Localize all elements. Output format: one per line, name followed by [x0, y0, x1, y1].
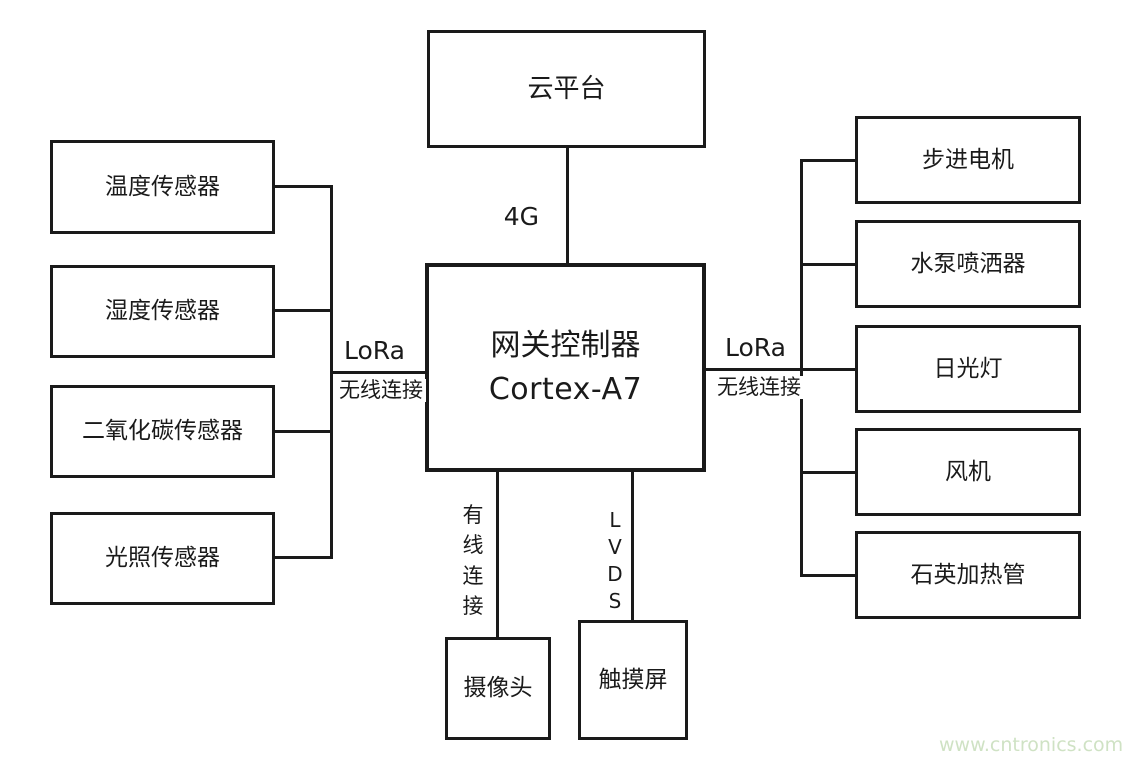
node-sensor-temperature[interactable]: 温度传感器: [50, 140, 275, 234]
node-actuator-water-pump-sprayer[interactable]: 水泵喷洒器: [855, 220, 1081, 308]
node-actuator-stepper-motor-label: 步进电机: [922, 146, 1014, 173]
node-actuator-daylight-lamp-label: 日光灯: [933, 355, 1003, 382]
node-cloud-platform-label: 云平台: [527, 73, 606, 104]
node-sensor-humidity[interactable]: 湿度传感器: [50, 265, 275, 358]
link-label-wireless-right: 无线连接: [714, 375, 804, 400]
wire-actuator-stepper-motor-stub: [800, 159, 858, 162]
link-label-lora-right: LoRa: [722, 334, 789, 362]
node-cloud-platform[interactable]: 云平台: [427, 30, 706, 148]
node-actuator-stepper-motor[interactable]: 步进电机: [855, 116, 1081, 204]
node-actuator-quartz-heater-tube[interactable]: 石英加热管: [855, 531, 1081, 619]
node-sensor-co2-label: 二氧化碳传感器: [82, 418, 243, 445]
node-sensor-light-label: 光照传感器: [105, 545, 220, 572]
node-camera[interactable]: 摄像头: [445, 637, 551, 740]
node-gateway-label-line2: Cortex-A7: [488, 371, 643, 407]
link-label-lora-left: LoRa: [341, 337, 408, 365]
wire-actuator-water-pump-stub: [800, 263, 858, 266]
wire-sensor-temperature-stub: [273, 185, 333, 188]
link-label-wireless-left: 无线连接: [336, 378, 426, 403]
node-sensor-light[interactable]: 光照传感器: [50, 512, 275, 605]
node-gateway-controller[interactable]: 网关控制器 Cortex-A7: [425, 263, 706, 472]
node-touchscreen-label: 触摸屏: [598, 666, 668, 693]
node-actuator-daylight-lamp[interactable]: 日光灯: [855, 325, 1081, 413]
wire-actuator-fan-stub: [800, 471, 858, 474]
node-sensor-co2[interactable]: 二氧化碳传感器: [50, 385, 275, 478]
wire-actuator-quartz-heater-stub: [800, 574, 858, 577]
node-actuator-quartz-heater-tube-label: 石英加热管: [910, 561, 1026, 588]
wire-sensor-co2-stub: [273, 430, 333, 433]
wire-gateway-to-touchscreen: [631, 470, 634, 622]
link-label-wired-connection: 有线连接: [461, 498, 485, 624]
node-gateway-label-line1: 网关控制器: [490, 328, 641, 363]
wire-left-bus-to-gateway: [330, 371, 427, 374]
wire-actuator-daylight-lamp-stub: [800, 368, 858, 371]
node-touchscreen[interactable]: 触摸屏: [578, 620, 688, 740]
node-camera-label: 摄像头: [463, 675, 533, 702]
node-actuator-fan-label: 风机: [945, 458, 991, 485]
wire-gateway-to-right-bus: [704, 368, 803, 371]
wire-gateway-to-camera: [496, 470, 499, 639]
wire-cloud-to-gateway: [566, 147, 569, 265]
link-label-4g: 4G: [499, 203, 543, 231]
node-actuator-water-pump-sprayer-label: 水泵喷洒器: [910, 250, 1026, 277]
watermark-cntronics: www.cntronics.com: [939, 734, 1122, 756]
node-actuator-fan[interactable]: 风机: [855, 428, 1081, 516]
wire-sensor-humidity-stub: [273, 309, 333, 312]
wire-sensor-light-stub: [273, 556, 333, 559]
node-sensor-temperature-label: 温度传感器: [105, 173, 220, 200]
node-sensor-humidity-label: 湿度传感器: [105, 298, 220, 325]
